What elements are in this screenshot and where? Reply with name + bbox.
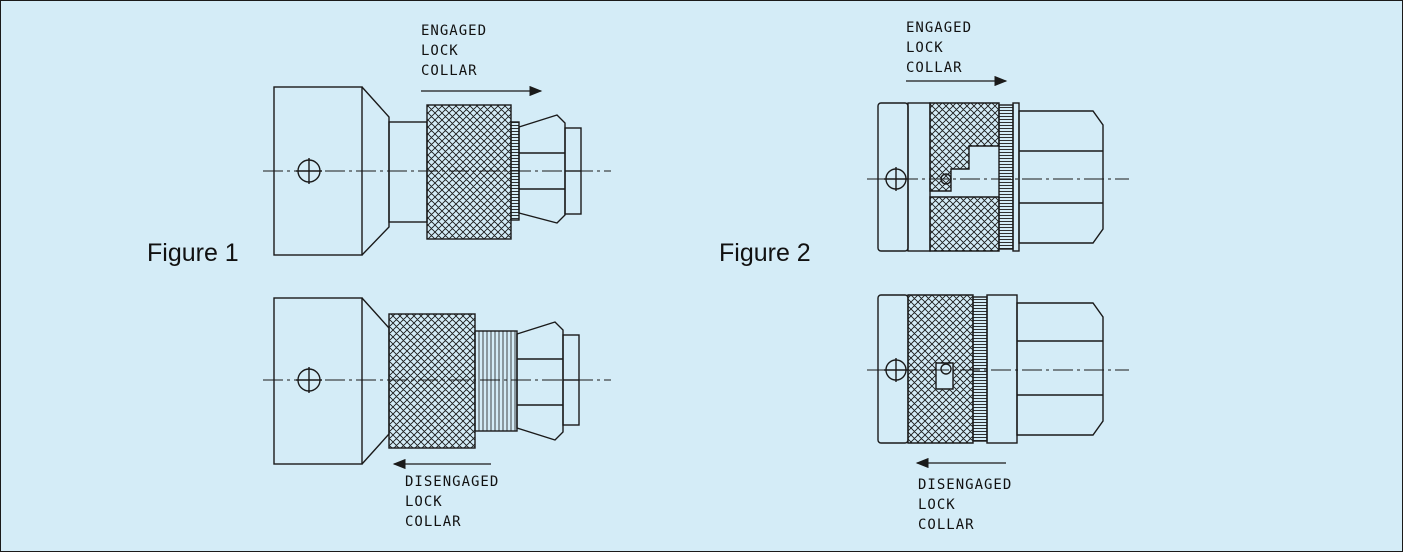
hex-nut bbox=[1018, 110, 1104, 244]
figure-1-engaged-caption: ENGAGED LOCK COLLAR bbox=[421, 21, 487, 81]
caption-line: LOCK bbox=[421, 43, 459, 59]
lock-collar-engaged-lower bbox=[929, 196, 1000, 252]
pin-hole bbox=[940, 363, 952, 375]
hex-nut bbox=[518, 114, 566, 224]
figure-2-engaged-connector bbox=[867, 102, 1129, 252]
lock-collar-disengaged bbox=[388, 313, 476, 449]
body-shell bbox=[907, 102, 931, 252]
coupling-body bbox=[986, 294, 1018, 444]
flange-body bbox=[273, 297, 363, 465]
flange-body bbox=[877, 102, 909, 252]
caption-line: COLLAR bbox=[421, 63, 478, 79]
serrated-ring bbox=[972, 296, 988, 442]
figure-2-label: Figure 2 bbox=[719, 239, 811, 267]
caption-line: ENGAGED bbox=[421, 23, 488, 39]
flange-body bbox=[877, 294, 909, 444]
figure-1-disengaged-caption: DISENGAGED LOCK COLLAR bbox=[405, 472, 499, 532]
neck-section bbox=[388, 121, 428, 223]
lock-collar-engaged bbox=[929, 102, 1000, 192]
figure-1-label: Figure 1 bbox=[147, 239, 239, 267]
figure-2-engaged-caption: ENGAGED LOCK COLLAR bbox=[906, 18, 972, 78]
caption-line: DISENGAGED bbox=[405, 474, 500, 490]
lock-collar-engaged bbox=[426, 104, 512, 240]
caption-line: COLLAR bbox=[918, 517, 975, 533]
serrated-ring bbox=[998, 104, 1014, 250]
figure-2-disengaged-caption: DISENGAGED LOCK COLLAR bbox=[918, 475, 1012, 535]
hex-nut bbox=[516, 321, 564, 441]
figure-1-disengaged-connector bbox=[263, 297, 611, 465]
caption-line: LOCK bbox=[405, 494, 443, 510]
taper-section bbox=[361, 297, 390, 465]
figure-1-engaged-connector bbox=[263, 86, 611, 256]
caption-line: COLLAR bbox=[906, 60, 963, 76]
ribbed-sleeve bbox=[474, 330, 518, 432]
caption-line: COLLAR bbox=[405, 514, 462, 530]
caption-line: ENGAGED bbox=[906, 20, 973, 36]
caption-line: LOCK bbox=[906, 40, 944, 56]
hex-nut bbox=[1016, 302, 1104, 436]
figure-2-disengaged-connector bbox=[867, 294, 1129, 444]
coupling-body bbox=[1012, 102, 1020, 252]
caption-line: LOCK bbox=[918, 497, 956, 513]
caption-line: DISENGAGED bbox=[918, 477, 1013, 493]
